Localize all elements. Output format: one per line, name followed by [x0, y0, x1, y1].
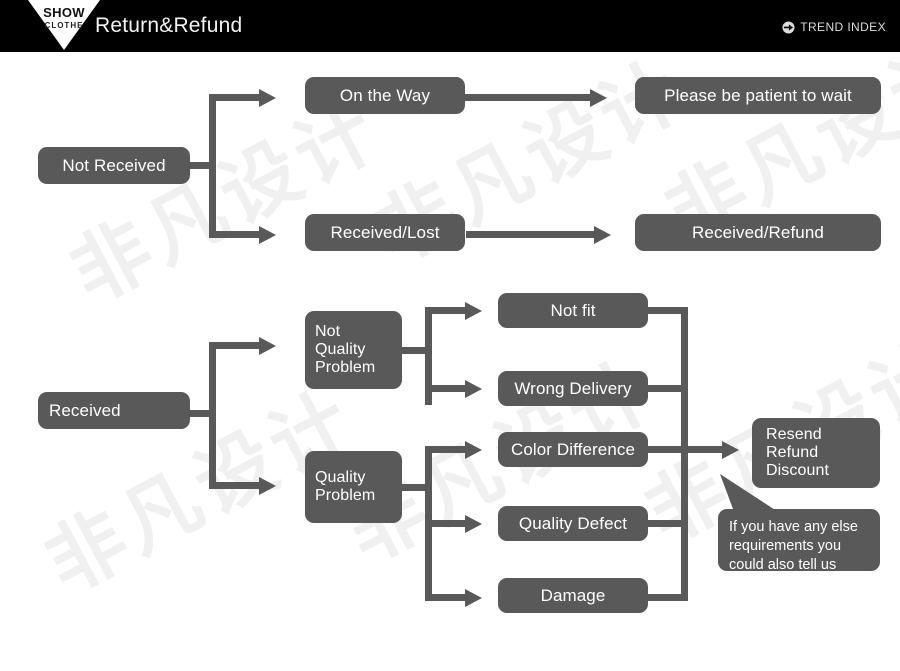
connector-segment	[209, 482, 261, 489]
connector-segment	[425, 307, 432, 405]
connector-segment	[466, 231, 596, 238]
logo-secondary-text: CLOTHE	[44, 21, 84, 30]
arrow-head-icon	[465, 440, 482, 459]
node-quality-defect[interactable]: Quality Defect	[498, 506, 648, 541]
node-label-line: Discount	[766, 461, 830, 479]
page-header: SHOW CLOTHE Return&Refund TREND INDEX	[0, 0, 900, 52]
connector-segment	[400, 347, 432, 354]
node-quality-problem[interactable]: Quality Problem	[305, 451, 402, 523]
node-on-the-way[interactable]: On the Way	[305, 77, 465, 114]
node-label-line: Quality	[315, 341, 366, 359]
connector-segment	[400, 484, 432, 491]
arrow-head-icon	[259, 225, 276, 244]
node-color-difference[interactable]: Color Difference	[498, 432, 648, 467]
connector-segment	[646, 307, 688, 314]
connector-segment	[681, 307, 688, 601]
arrow-head-icon	[465, 514, 482, 533]
connector-segment	[425, 385, 467, 392]
connector-segment	[425, 520, 467, 527]
connector-segment	[646, 446, 688, 453]
node-wrong-delivery[interactable]: Wrong Delivery	[498, 371, 648, 406]
node-damage[interactable]: Damage	[498, 578, 648, 613]
arrow-head-icon	[259, 476, 276, 495]
node-received[interactable]: Received	[38, 392, 190, 429]
connector-segment	[184, 410, 216, 417]
node-label-line: Problem	[315, 487, 376, 504]
callout-line: requirements you	[729, 538, 842, 555]
arrow-head-icon	[465, 379, 482, 398]
logo-triangle-icon	[28, 0, 100, 50]
connector-segment	[646, 594, 688, 601]
arrow-head-icon	[259, 88, 276, 107]
connector-segment	[464, 94, 592, 101]
node-not-quality-problem[interactable]: Not Quality Problem	[305, 311, 402, 389]
node-label-line: Refund	[766, 444, 819, 462]
arrow-head-icon	[465, 301, 482, 320]
connector-segment	[425, 307, 467, 314]
flowchart-canvas: Not Received On the Way Please be patien…	[0, 52, 900, 671]
node-label-line: Resend	[766, 426, 822, 444]
connector-segment	[646, 520, 688, 527]
node-label-line: Quality	[315, 469, 366, 487]
connector-segment	[184, 162, 216, 169]
node-resend-refund-discount[interactable]: Resend Refund Discount	[752, 418, 880, 488]
callout-extra-requirements: If you have any else requirements you co…	[718, 509, 880, 573]
connector-segment	[681, 446, 727, 453]
node-please-be-patient-to-wait[interactable]: Please be patient to wait	[635, 77, 881, 114]
connector-segment	[425, 594, 467, 601]
callout-line: If you have any else	[729, 519, 858, 535]
node-not-received[interactable]: Not Received	[38, 147, 190, 184]
node-label-line: Problem	[315, 358, 376, 376]
arrow-head-icon	[259, 336, 276, 355]
callout-line: could also tell us	[729, 557, 837, 574]
node-label-line: Not	[315, 323, 341, 341]
connector-segment	[425, 446, 467, 453]
page-title: Return&Refund	[95, 14, 243, 37]
arrow-head-icon	[465, 588, 482, 607]
brand-mark: TREND INDEX	[782, 20, 886, 34]
arrow-head-icon	[594, 225, 611, 244]
connector-segment	[209, 94, 261, 101]
show-clothe-logo: SHOW CLOTHE	[28, 0, 100, 52]
logo-primary-text: SHOW	[43, 5, 85, 20]
node-not-fit[interactable]: Not fit	[498, 293, 648, 328]
circle-arrow-icon	[782, 21, 795, 33]
arrow-head-icon	[722, 440, 739, 459]
connector-segment	[209, 94, 216, 238]
connector-segment	[646, 385, 688, 392]
node-received-refund[interactable]: Received/Refund	[635, 214, 881, 251]
connector-segment	[209, 342, 261, 349]
node-received-lost[interactable]: Received/Lost	[305, 214, 465, 251]
brand-label: TREND INDEX	[800, 20, 886, 34]
connector-segment	[209, 231, 261, 238]
arrow-head-icon	[590, 88, 607, 107]
connector-segment	[209, 342, 216, 489]
